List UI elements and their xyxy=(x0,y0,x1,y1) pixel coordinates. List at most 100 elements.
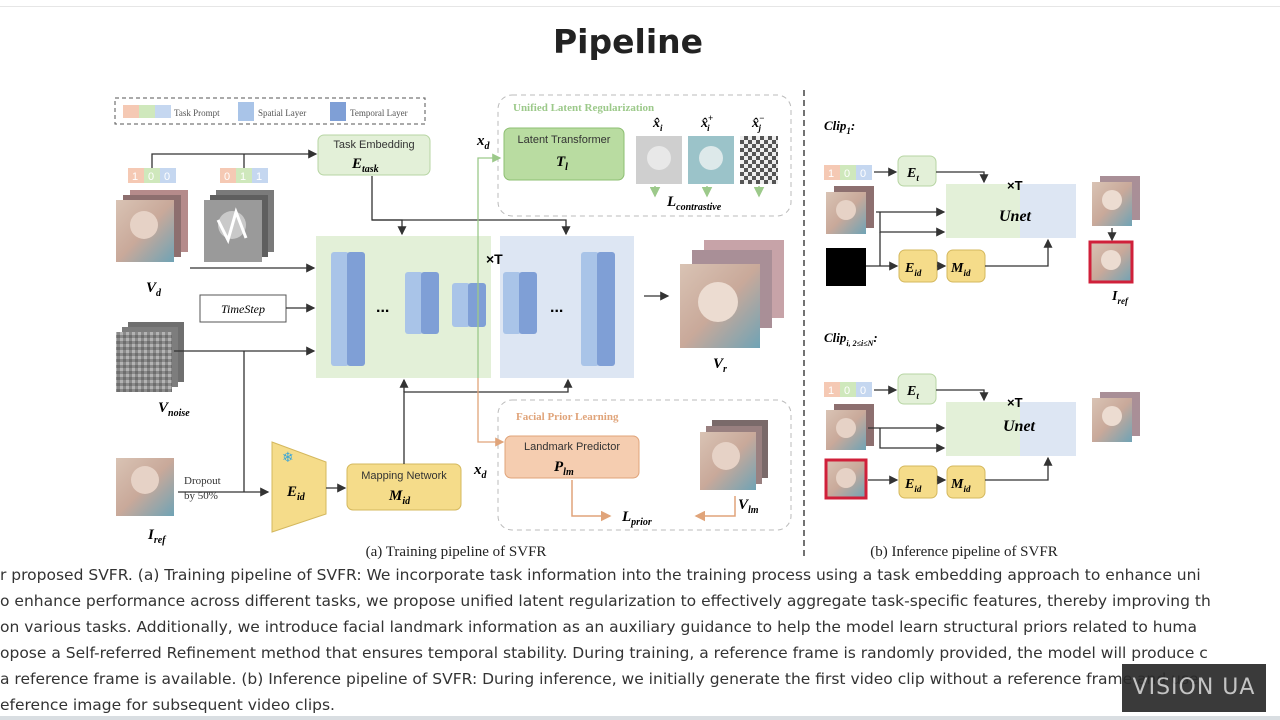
task-embedding-label: Task Embedding xyxy=(333,139,414,151)
inference-output-frames-1 xyxy=(1088,176,1140,284)
unet-repeat-1: ×T xyxy=(1007,178,1023,193)
inference-prompt-2: 1 0 0 xyxy=(824,382,872,397)
dropout-line1: Dropout xyxy=(184,475,221,487)
eid-block-2 xyxy=(898,465,938,499)
slide-title: Pipeline xyxy=(553,22,703,61)
legend-temporal: Temporal Layer xyxy=(350,108,408,118)
xd-to-latent-arrow xyxy=(477,153,502,378)
xj-minus-label: x̂−j xyxy=(751,113,764,133)
legend: Task Prompt Spatial Layer Temporal Layer xyxy=(114,97,426,125)
landmark-predictor-symbol: Plm xyxy=(554,459,574,478)
inference-prompt-1: 1 0 0 xyxy=(824,165,872,180)
training-caption: (a) Training pipeline of SVFR xyxy=(366,544,547,560)
prompt-b-1: 1 xyxy=(240,171,246,183)
unet-label-2: Unet xyxy=(1003,418,1036,435)
timestep-label: TimeStep xyxy=(221,302,265,316)
mid-symbol-1: Mid xyxy=(950,261,971,278)
iref-label: Iref xyxy=(147,527,167,546)
unet-dots-left: ... xyxy=(376,299,389,316)
watermark-logo: VISION UA xyxy=(1122,664,1266,712)
legend-swatch-prompt-3 xyxy=(155,105,171,118)
inference-arrows-2 xyxy=(868,385,1053,485)
landmark-predictor-block xyxy=(504,435,640,479)
legend-task-prompt: Task Prompt xyxy=(174,108,220,118)
prompt-b-0: 0 xyxy=(224,171,230,183)
latent-transformer-label: Latent Transformer xyxy=(518,134,611,146)
task-embedding-block xyxy=(317,134,431,176)
unet-layers xyxy=(331,252,615,366)
vlm-label: Vlm xyxy=(738,497,759,516)
svg-text:0: 0 xyxy=(860,168,866,180)
vr-frames xyxy=(680,240,784,348)
xd-label-top: xd xyxy=(476,133,491,152)
legend-swatch-prompt-2 xyxy=(139,105,155,118)
ulr-region xyxy=(497,94,792,217)
caption-line-4: opose a Self-referred Refinement method … xyxy=(0,644,1208,662)
caption-line-6: eference image for subsequent video clip… xyxy=(0,696,335,714)
inference-input-frames-1 xyxy=(826,186,874,234)
latent-transformer-symbol: Tl xyxy=(556,154,568,173)
clip1-label: Clip1: xyxy=(824,118,855,136)
vr-label: Vr xyxy=(713,356,727,375)
et-block-2 xyxy=(897,373,937,405)
vnoise-label: Vnoise xyxy=(158,400,190,419)
svg-text:1: 1 xyxy=(828,168,834,180)
task-prompt-b: 0 1 1 xyxy=(220,168,268,183)
black-reference-frame xyxy=(826,248,866,286)
svg-text:0: 0 xyxy=(844,385,850,397)
vnoise-frames xyxy=(116,322,184,392)
figure-caption: r proposed SVFR. (a) Training pipeline o… xyxy=(0,562,1280,720)
et-symbol-1: Et xyxy=(906,166,919,183)
inference-arrows-1 xyxy=(866,167,1117,271)
eid-symbol-1: Eid xyxy=(904,261,922,278)
ulr-title: Unified Latent Regularization xyxy=(513,102,654,114)
mid-symbol-2: Mid xyxy=(950,477,971,494)
task-prompt-a: 1 0 0 xyxy=(128,168,176,183)
latent-transformer-block xyxy=(503,127,625,181)
caption-line-1: r proposed SVFR. (a) Training pipeline o… xyxy=(0,566,1201,584)
svg-text:1: 1 xyxy=(828,385,834,397)
svg-text:0: 0 xyxy=(860,385,866,397)
bottom-bar xyxy=(0,716,1280,720)
snowflake-icon: ❄ xyxy=(282,449,294,465)
fpl-region xyxy=(497,399,792,531)
landmark-predictor-label: Landmark Predictor xyxy=(524,441,620,453)
training-arrows xyxy=(151,149,670,497)
xi-label: x̂i xyxy=(652,116,663,133)
contrastive-loss-label: Lcontrastive xyxy=(666,194,722,213)
legend-swatch-prompt-1 xyxy=(123,105,139,118)
caption-line-2: o enhance performance across different t… xyxy=(0,592,1211,610)
prompt-b-2: 1 xyxy=(256,171,262,183)
unet-dots-right: ... xyxy=(550,299,563,316)
eid-symbol: Eid xyxy=(286,484,306,503)
task-embedding-symbol: Etask xyxy=(351,156,379,175)
caption-line-3: on various tasks. Additionally, we intro… xyxy=(0,618,1197,636)
inference-iref-label: Iref xyxy=(1111,289,1129,306)
pipeline-diagram: Task Prompt Spatial Layer Temporal Layer… xyxy=(114,90,1140,560)
et-symbol-2: Et xyxy=(906,384,919,401)
prompt-a-0: 1 xyxy=(132,171,138,183)
inference-output-frames-2 xyxy=(1092,392,1140,442)
contrastive-samples xyxy=(636,136,778,184)
unet-repeat-2: ×T xyxy=(1007,395,1023,410)
top-divider xyxy=(0,6,1280,7)
unet-repeat-label: ×T xyxy=(486,251,503,267)
legend-swatch-spatial xyxy=(238,102,254,121)
prior-loss-label: Lprior xyxy=(621,509,652,528)
clipi-label: Clipi, 2≤i≤N: xyxy=(824,330,878,348)
vd-label: Vd xyxy=(146,280,162,299)
eid-encoder xyxy=(271,441,327,533)
xd-label-bottom: xd xyxy=(473,462,488,481)
fpl-title: Facial Prior Learning xyxy=(516,411,619,423)
vlm-frames xyxy=(700,420,768,490)
legend-swatch-temporal xyxy=(330,102,346,121)
timestep-box xyxy=(199,294,287,323)
eid-symbol-2: Eid xyxy=(904,477,922,494)
svg-text:0: 0 xyxy=(844,168,850,180)
mapping-network-label: Mapping Network xyxy=(361,470,447,482)
xd-to-landmark-arrow xyxy=(477,378,505,447)
inference-caption: (b) Inference pipeline of SVFR xyxy=(870,544,1057,560)
iref-face xyxy=(131,466,159,494)
unet-label-1: Unet xyxy=(999,208,1032,225)
dropout-line2: by 50% xyxy=(184,490,218,502)
